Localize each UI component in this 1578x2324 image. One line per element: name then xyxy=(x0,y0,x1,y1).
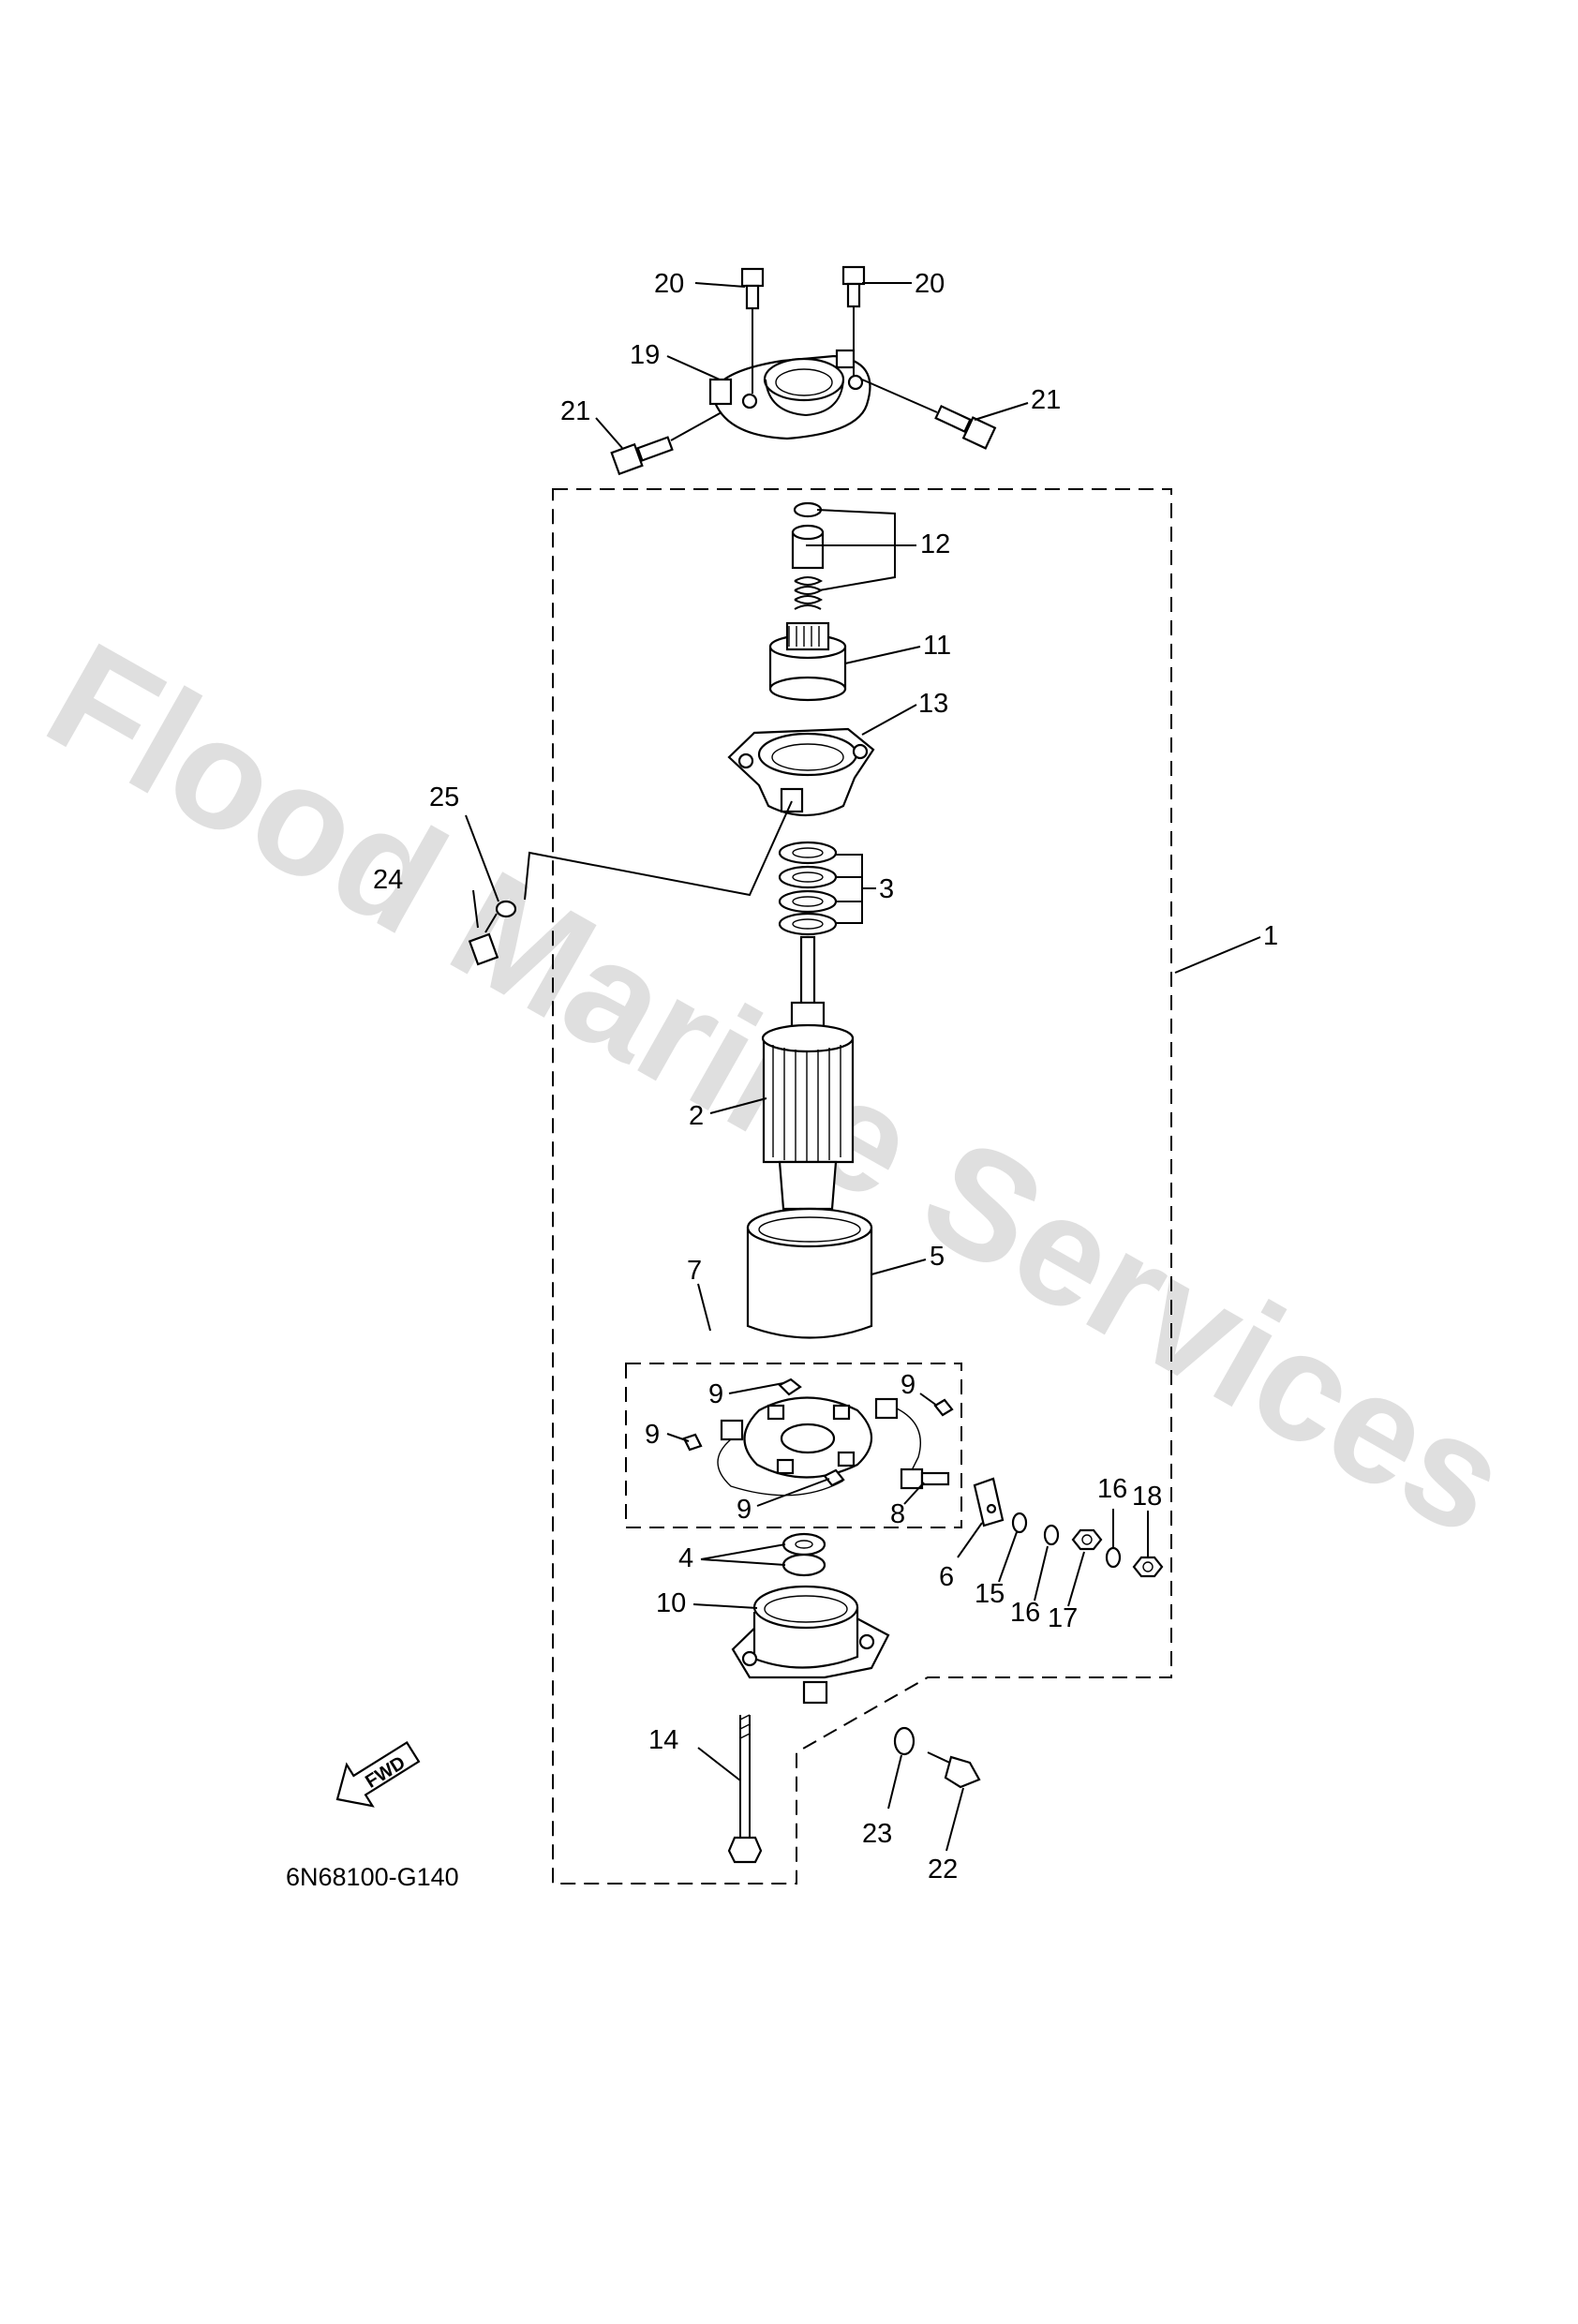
pinion-stop-set xyxy=(791,501,825,610)
callout-16b: 16 xyxy=(1097,1474,1127,1504)
shim-stack xyxy=(778,841,838,936)
terminal-bolt xyxy=(900,1467,950,1490)
callout-22: 22 xyxy=(928,1855,958,1885)
callout-9c: 9 xyxy=(645,1420,660,1450)
armature xyxy=(761,935,855,1231)
fwd-arrow-icon: FWD xyxy=(335,1740,421,1808)
brush-holder xyxy=(682,1378,954,1497)
callout-18: 18 xyxy=(1132,1482,1162,1512)
callout-17: 17 xyxy=(1048,1603,1078,1633)
rear-cover xyxy=(731,1585,890,1705)
callout-9a: 9 xyxy=(708,1379,723,1409)
bolt-20-right xyxy=(841,265,866,377)
assembly-outline xyxy=(552,488,1172,1885)
callout-1: 1 xyxy=(1263,921,1278,951)
callout-11: 11 xyxy=(923,631,951,661)
callout-14: 14 xyxy=(648,1725,678,1755)
washer-16a xyxy=(1043,1524,1060,1546)
washer-15 xyxy=(1011,1512,1028,1534)
leader-25-housing xyxy=(524,800,793,901)
bolt-21-right xyxy=(861,379,997,450)
callout-7: 7 xyxy=(687,1256,702,1286)
leader-lines xyxy=(465,282,1261,1852)
bolt-22 xyxy=(927,1751,981,1789)
washer-16b xyxy=(1105,1546,1122,1569)
callout-3: 3 xyxy=(879,874,894,904)
callout-13: 13 xyxy=(918,689,948,719)
washer-25 xyxy=(495,900,517,918)
callout-2: 2 xyxy=(689,1101,704,1131)
callout-5: 5 xyxy=(930,1242,945,1272)
terminal-plate xyxy=(973,1477,1005,1527)
callout-4: 4 xyxy=(678,1543,693,1573)
callout-20a: 20 xyxy=(654,269,684,299)
callout-9d: 9 xyxy=(737,1495,752,1525)
brush-holder-outline xyxy=(625,1363,962,1528)
top-bracket xyxy=(708,349,871,440)
callout-15: 15 xyxy=(975,1579,1005,1609)
through-bolt xyxy=(727,1714,763,1864)
callout-24: 24 xyxy=(373,865,403,895)
callout-21a: 21 xyxy=(560,396,590,426)
callout-21b: 21 xyxy=(1031,385,1061,415)
callout-12: 12 xyxy=(920,529,950,559)
callout-8: 8 xyxy=(890,1499,905,1529)
callout-numbers: 1 2 3 4 5 6 7 8 9 9 9 9 10 11 12 13 14 1… xyxy=(373,269,1278,1885)
bolt-21-left xyxy=(610,411,722,476)
yoke xyxy=(746,1207,873,1339)
callout-25: 25 xyxy=(429,782,459,812)
nut-18 xyxy=(1132,1556,1164,1578)
callout-16a: 16 xyxy=(1010,1598,1040,1628)
callout-20b: 20 xyxy=(915,269,945,299)
front-housing xyxy=(727,727,875,817)
callout-6: 6 xyxy=(939,1562,954,1592)
washer-23 xyxy=(893,1726,916,1756)
callout-19: 19 xyxy=(630,340,660,370)
callout-9b: 9 xyxy=(901,1370,916,1400)
nut-17 xyxy=(1071,1528,1103,1551)
callout-10: 10 xyxy=(656,1588,686,1618)
callout-23: 23 xyxy=(862,1819,892,1849)
drawing-code: 6N68100-G140 xyxy=(286,1863,459,1891)
thrust-washers xyxy=(782,1532,826,1577)
screw-24 xyxy=(468,913,499,966)
pinion-gear xyxy=(768,621,847,702)
bolt-20-left xyxy=(740,267,765,394)
